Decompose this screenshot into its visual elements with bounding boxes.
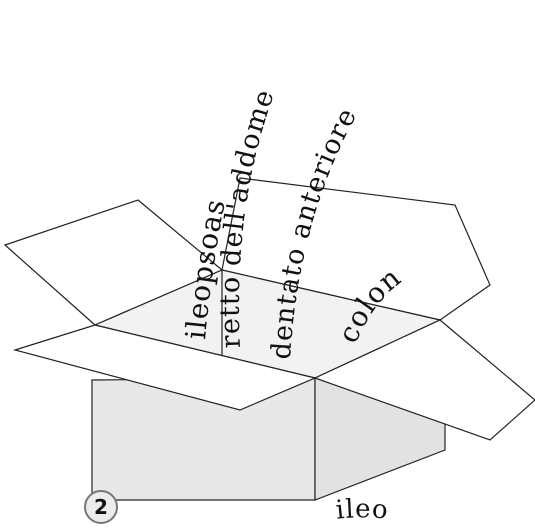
word-ileo: ileo xyxy=(334,494,389,525)
box-right-flap xyxy=(313,319,535,441)
step-badge xyxy=(84,490,118,524)
step-badge-number: 2 xyxy=(94,495,108,519)
box-back-flap xyxy=(221,177,491,321)
